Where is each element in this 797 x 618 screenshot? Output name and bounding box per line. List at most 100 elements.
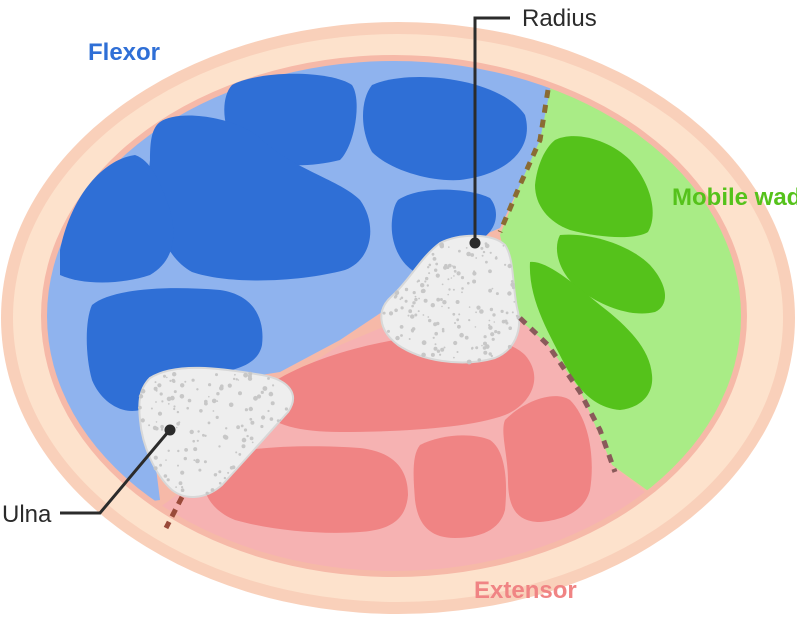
bone-speckle [242, 444, 246, 448]
bone-speckle [164, 474, 168, 478]
bone-speckle [437, 350, 440, 353]
flexor-label: Flexor [88, 39, 160, 66]
bone-speckle [458, 313, 460, 315]
bone-speckle [236, 378, 238, 380]
bone-speckle [180, 394, 185, 399]
bone-speckle [496, 292, 499, 295]
bone-speckle [485, 261, 488, 264]
bone-speckle [435, 343, 437, 345]
bone-speckle [511, 280, 514, 283]
bone-speckle [154, 466, 158, 470]
bone-speckle [494, 321, 496, 323]
bone-speckle [508, 345, 512, 349]
bone-speckle [233, 378, 235, 380]
bone-speckle [483, 351, 487, 355]
bone-speckle [157, 383, 161, 387]
bone-speckle [219, 482, 222, 485]
bone-speckle [481, 345, 483, 347]
bone-speckle [433, 322, 437, 326]
bone-speckle [422, 340, 427, 345]
bone-speckle [195, 459, 200, 464]
bone-speckle [485, 244, 490, 249]
bone-speckle [489, 320, 491, 322]
bone-speckle [395, 290, 400, 295]
bone-speckle [490, 308, 493, 311]
bone-speckle [401, 306, 404, 309]
bone-speckle [160, 425, 164, 429]
bone-speckle [488, 326, 492, 330]
bone-speckle [512, 286, 515, 289]
bone-speckle [141, 389, 146, 394]
bone-speckle [433, 257, 437, 261]
bone-speckle [225, 427, 227, 429]
bone-speckle [271, 401, 275, 405]
bone-speckle [166, 377, 168, 379]
bone-speckle [476, 306, 480, 310]
bone-speckle [492, 313, 495, 316]
bone-speckle [181, 488, 185, 492]
bone-speckle [156, 390, 158, 392]
bone-speckle [417, 280, 420, 283]
bone-speckle [516, 315, 518, 317]
bone-speckle [503, 245, 505, 247]
bone-speckle [491, 355, 493, 357]
bone-speckle [468, 319, 470, 321]
bone-speckle [192, 440, 195, 443]
bone-speckle [232, 465, 236, 469]
bone-speckle [148, 424, 150, 426]
bone-speckle [458, 250, 461, 253]
bone-speckle [432, 253, 435, 256]
bone-speckle [418, 298, 420, 300]
bone-speckle [173, 408, 175, 410]
bone-speckle [431, 303, 435, 307]
bone-speckle [179, 481, 183, 485]
bone-speckle [181, 486, 183, 488]
bone-speckle [506, 312, 509, 315]
bone-speckle [442, 328, 445, 331]
bone-speckle [204, 460, 207, 463]
bone-speckle [507, 291, 511, 295]
bone-speckle [206, 492, 209, 495]
bone-speckle [483, 251, 485, 253]
bone-speckle [177, 450, 179, 452]
bone-speckle [414, 314, 417, 317]
bone-speckle [415, 296, 417, 298]
bone-speckle [158, 412, 162, 416]
bone-speckle [401, 297, 404, 300]
bone-speckle [285, 407, 288, 410]
bone-speckle [242, 438, 247, 443]
bone-speckle [236, 425, 240, 429]
bone-speckle [435, 263, 438, 266]
bone-speckle [412, 327, 416, 331]
ulna-label: Ulna [2, 501, 52, 528]
bone-speckle [436, 298, 440, 302]
bone-speckle [513, 301, 515, 303]
bone-speckle [429, 264, 432, 267]
bone-speckle [441, 306, 443, 308]
bone-speckle [387, 330, 390, 333]
bone-speckle [277, 419, 280, 422]
bone-speckle [219, 386, 224, 391]
bone-speckle [427, 284, 429, 286]
bone-speckle [218, 470, 221, 473]
bone-speckle [497, 331, 500, 334]
bone-speckle [261, 391, 264, 394]
bone-speckle [427, 266, 429, 268]
bone-speckle [436, 274, 440, 278]
bone-speckle [218, 445, 220, 447]
bone-speckle [249, 407, 253, 411]
bone-speckle [466, 247, 468, 249]
bone-speckle [238, 391, 242, 395]
bone-speckle [197, 440, 199, 442]
bone-speckle [238, 453, 241, 456]
bone-speckle [252, 442, 254, 444]
bone-speckle [484, 335, 487, 338]
bone-speckle [395, 336, 399, 340]
bone-speckle [475, 311, 477, 313]
bone-speckle [457, 271, 461, 275]
bone-speckle [413, 291, 416, 294]
bone-speckle [461, 287, 464, 290]
bone-speckle [213, 410, 215, 412]
bone-speckle [454, 322, 456, 324]
